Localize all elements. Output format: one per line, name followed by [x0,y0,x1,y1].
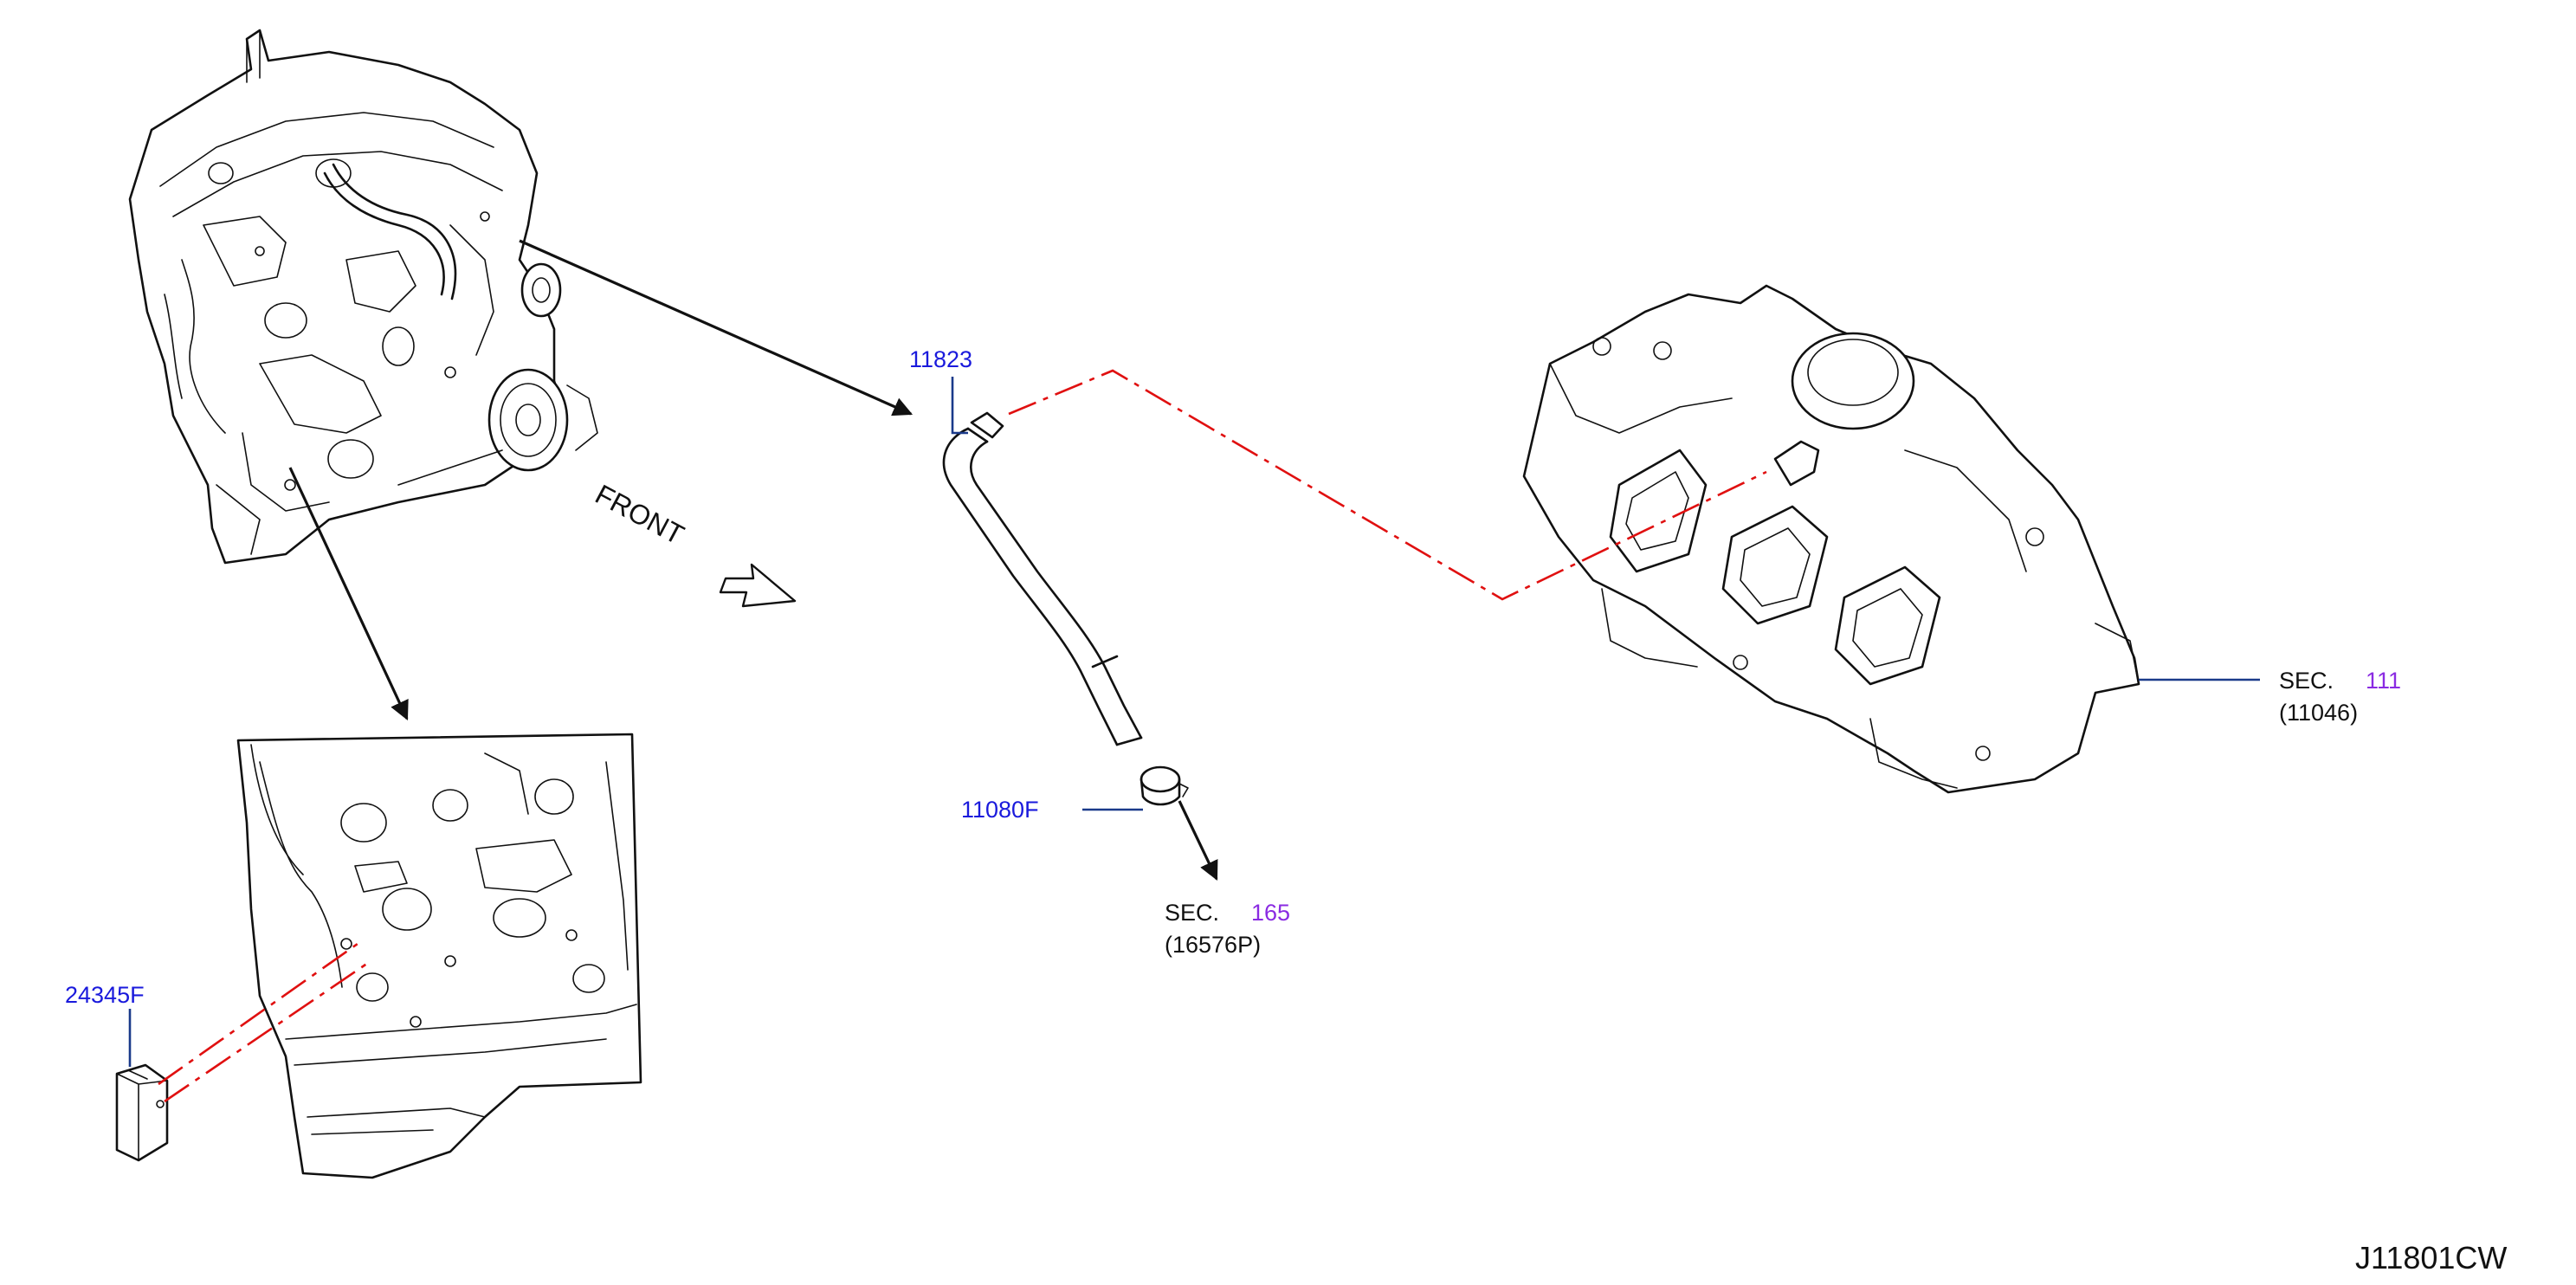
sec-111-prefix: SEC. [2279,668,2334,694]
sec-111-subref: (11046) [2279,700,2358,726]
connector-24345f-illustration [115,1063,169,1162]
leader-11823 [951,377,968,435]
sec-165-prefix: SEC. [1165,900,1219,926]
callout-arrows [288,239,1218,881]
dash-hose-to-manifold [1008,369,1767,601]
part-label-11823[interactable]: 11823 [909,346,972,372]
part-label-24345f[interactable]: 24345F [65,982,145,1008]
arrow-to-lower-detail [288,467,409,721]
sec-165-number[interactable]: 165 [1251,900,1290,926]
front-direction-arrow-icon [719,563,797,608]
part-label-11080f[interactable]: 11080F [961,797,1039,823]
sec-165-subref: (16576P) [1165,932,1261,958]
leader-lines [128,377,2260,1067]
clamp-11080f-illustration [1140,765,1189,806]
relation-dash-lines [158,369,1767,1103]
engine-assembly-illustration [128,29,598,565]
hose-11823-illustration [942,411,1143,746]
dash-connector-upper [158,938,365,1086]
sec-111-number[interactable]: 111 [2366,668,2401,694]
arrow-to-sec-165 [1178,800,1218,881]
front-label: FRONT [591,478,689,551]
arrow-to-hose [519,239,914,416]
drawing-id: J11801CW [2355,1240,2507,1275]
intake-manifold-illustration [1522,284,2140,794]
dash-connector-lower [164,959,371,1103]
lower-engine-detail-illustration [236,733,642,1179]
